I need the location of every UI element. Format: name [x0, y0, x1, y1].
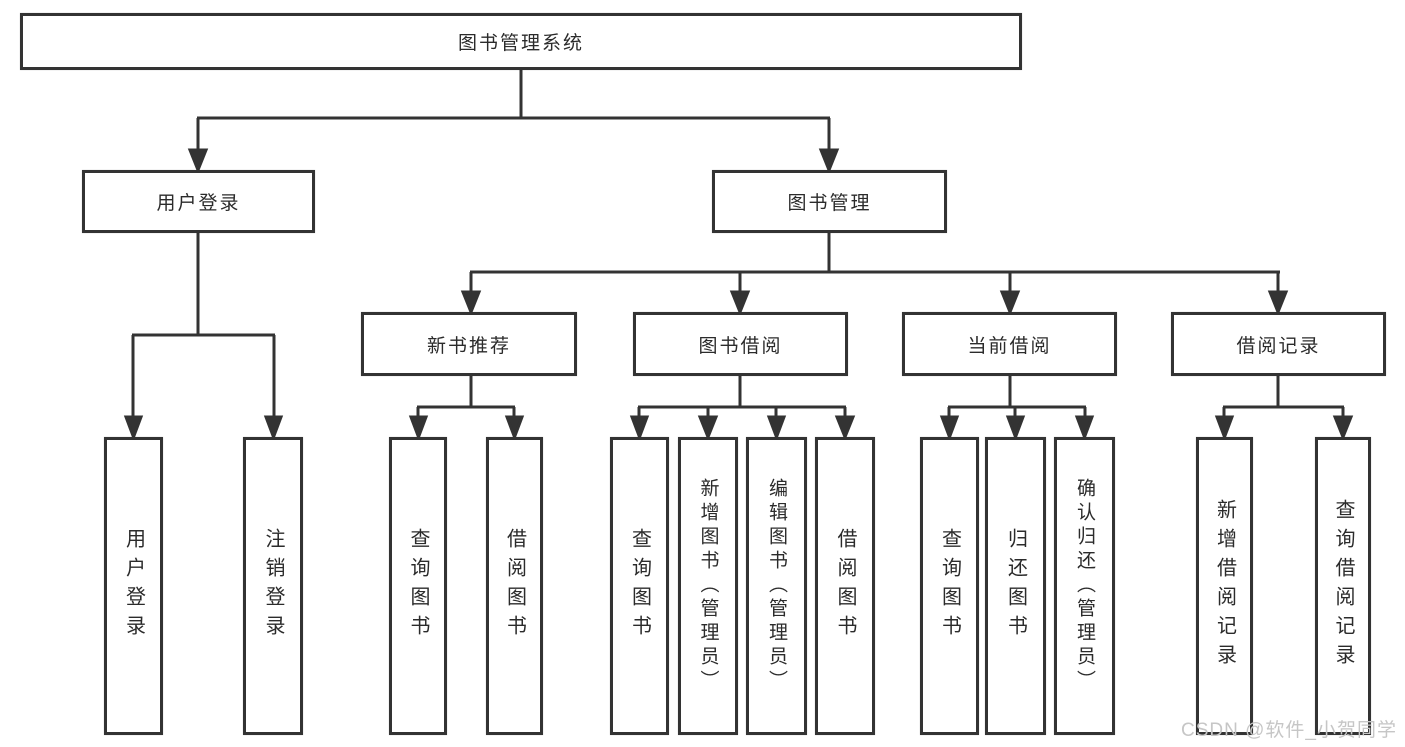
- leaf-label: 新增借阅记录: [1213, 499, 1236, 673]
- arrowhead: [629, 415, 650, 442]
- arrowhead: [460, 290, 482, 317]
- node-book-borrowing: 图书借阅: [633, 312, 848, 376]
- leaf-user-login: 用户登录: [104, 437, 163, 735]
- connector-root-to-level2: [187, 70, 840, 175]
- node-label: 用户登录: [156, 193, 241, 214]
- node-current-borrowing: 当前借阅: [902, 312, 1117, 376]
- node-label: 图书管理: [787, 193, 872, 214]
- arrowhead: [729, 290, 751, 317]
- arrowhead: [766, 415, 787, 442]
- connector-bookmgmt-to-level3: [460, 233, 1289, 317]
- leaf-current-confirm-return-admin: 确认归还（管理员）: [1054, 437, 1115, 735]
- node-new-book-recommendation: 新书推荐: [361, 312, 577, 376]
- connector-records-to-leaves: [1214, 375, 1354, 442]
- arrowhead: [834, 415, 856, 442]
- leaf-label: 用户登录: [122, 528, 145, 644]
- leaf-label: 借阅图书: [834, 528, 856, 644]
- connector-newbook-to-leaves: [408, 375, 525, 442]
- arrowhead: [263, 415, 284, 442]
- node-label: 借阅记录: [1236, 335, 1321, 357]
- leaf-newbook-query-books: 查询图书: [389, 437, 447, 735]
- leaf-current-query-books: 查询图书: [920, 437, 979, 735]
- leaf-borrowing-edit-books-admin: 编辑图书（管理员）: [746, 437, 807, 735]
- leaf-newbook-borrow-books: 借阅图书: [486, 437, 543, 735]
- arrowhead: [504, 415, 525, 442]
- leaf-label: 查询图书: [628, 528, 651, 644]
- node-user-login: 用户登录: [82, 170, 315, 233]
- leaf-borrowing-add-books-admin: 新增图书（管理员）: [678, 437, 738, 735]
- arrowhead: [1267, 290, 1289, 317]
- leaf-label: 借阅图书: [503, 528, 526, 644]
- node-label: 图书管理系统: [457, 33, 584, 54]
- leaf-label: 查询图书: [938, 528, 961, 644]
- arrowhead: [818, 148, 840, 175]
- node-label: 新书推荐: [426, 335, 511, 357]
- connector-current-to-leaves: [939, 375, 1095, 442]
- arrowhead: [123, 415, 144, 442]
- connector-userlogin-to-leaves: [123, 233, 284, 442]
- arrowhead: [1332, 415, 1354, 442]
- arrowhead: [1005, 415, 1026, 442]
- arrowhead: [1214, 415, 1235, 442]
- node-book-management: 图书管理: [712, 170, 947, 233]
- leaf-borrowing-query-books: 查询图书: [610, 437, 669, 735]
- arrowhead: [187, 148, 209, 175]
- leaf-records-query-borrow-record: 查询借阅记录: [1315, 437, 1371, 735]
- arrowhead: [697, 415, 719, 442]
- leaf-current-return-books: 归还图书: [985, 437, 1046, 735]
- leaf-label: 注销登录: [262, 528, 284, 644]
- connector-borrowing-to-leaves: [629, 375, 856, 442]
- leaf-label: 新增图书（管理员）: [697, 478, 719, 694]
- leaf-label: 确认归还（管理员）: [1074, 478, 1095, 694]
- node-root-library-system: 图书管理系统: [20, 13, 1022, 70]
- arrowhead: [939, 415, 960, 442]
- leaf-logout: 注销登录: [243, 437, 303, 735]
- arrowhead: [999, 290, 1021, 317]
- leaf-borrowing-borrow-books: 借阅图书: [815, 437, 875, 735]
- leaf-label: 编辑图书（管理员）: [766, 478, 787, 694]
- arrowhead: [408, 415, 429, 442]
- leaf-label: 查询图书: [407, 528, 429, 644]
- node-label: 图书借阅: [698, 335, 783, 357]
- node-label: 当前借阅: [967, 335, 1052, 357]
- leaf-label: 归还图书: [1004, 528, 1027, 644]
- arrowhead: [1074, 415, 1095, 442]
- leaf-records-add-borrow-record: 新增借阅记录: [1196, 437, 1253, 735]
- leaf-label: 查询借阅记录: [1332, 499, 1354, 673]
- node-borrowing-records: 借阅记录: [1171, 312, 1386, 376]
